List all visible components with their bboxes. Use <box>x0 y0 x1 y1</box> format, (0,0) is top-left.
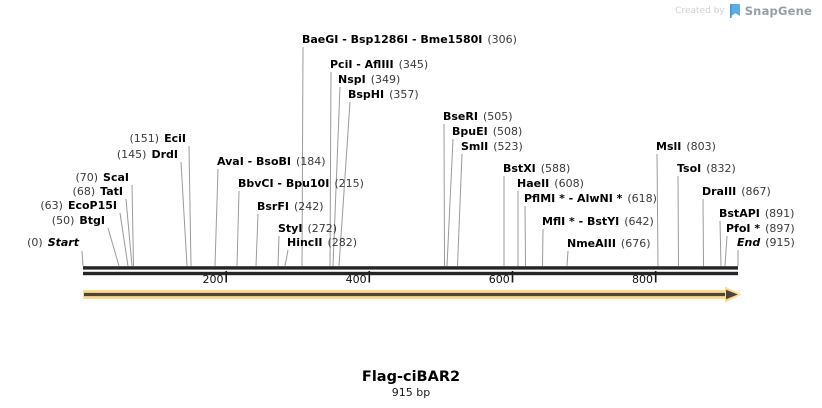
site-label-nspi[interactable]: NspI(349) <box>338 73 401 86</box>
site-label-draiii[interactable]: DraIII(867) <box>702 185 771 198</box>
tick-label-600: 600 <box>489 273 510 286</box>
site-label-drdi[interactable]: (145)DrdI <box>116 148 178 161</box>
site-label-tsoi[interactable]: TsoI(832) <box>677 162 736 175</box>
ruler: 200 400 600 800 <box>203 271 657 286</box>
site-label-pfoi[interactable]: PfoI *(897) <box>726 222 795 235</box>
site-label-end[interactable]: End(915) <box>737 236 795 249</box>
site-label-mfli-bstyi[interactable]: MflI * - BstYI(642) <box>542 215 654 228</box>
site-label-bstapi[interactable]: BstAPI(891) <box>719 207 795 220</box>
site-label-tati[interactable]: (68)TatI <box>72 185 123 198</box>
callout-lines <box>81 46 739 267</box>
feature-arrow[interactable] <box>83 286 742 303</box>
created-by-text: Created by <box>675 6 725 16</box>
snapgene-brand-text: SnapGene <box>744 4 812 18</box>
site-label-haeii[interactable]: HaeII(608) <box>517 177 584 190</box>
site-label-styi[interactable]: StyI(272) <box>278 222 338 235</box>
sequence-bar[interactable] <box>83 266 738 276</box>
site-label-bpuei[interactable]: BpuEI(508) <box>452 125 523 138</box>
tick-label-200: 200 <box>203 273 224 286</box>
tick-label-800: 800 <box>632 273 653 286</box>
arrowhead-core-icon <box>726 289 738 300</box>
site-label-ecii[interactable]: (151)EciI <box>129 132 187 145</box>
site-label-bseri[interactable]: BseRI(505) <box>443 110 513 123</box>
site-label-msli[interactable]: MslI(803) <box>656 140 716 153</box>
site-label-bbvci-bpu10i[interactable]: BbvCI - Bpu10I(215) <box>238 177 364 190</box>
site-label-ecop15i[interactable]: (63)EcoP15I <box>40 199 117 212</box>
site-label-baegi-bsp1286i-bme1580i[interactable]: BaeGI - Bsp1286I - Bme1580I(306) <box>302 33 517 46</box>
map-title-block: Flag-ciBAR2 915 bp <box>0 369 822 399</box>
site-label-pflmi-alwni[interactable]: PflMI * - AlwNI *(618) <box>524 192 657 205</box>
site-label-pcii-afliii[interactable]: PciI - AflIII(345) <box>330 58 429 71</box>
site-label-bsphi[interactable]: BspHI(357) <box>348 88 419 101</box>
site-label-start[interactable]: (0)Start <box>27 236 79 249</box>
construct-length: 915 bp <box>391 386 431 399</box>
site-label-bstxi[interactable]: BstXI(588) <box>503 162 571 175</box>
site-label-bsrfi[interactable]: BsrFI(242) <box>257 200 324 213</box>
site-label-btgi[interactable]: (50)BtgI <box>51 214 105 227</box>
site-label-smli[interactable]: SmlI(523) <box>461 140 523 153</box>
site-label-scai[interactable]: (70)ScaI <box>75 171 129 184</box>
snapgene-watermark: Created by SnapGene <box>675 4 812 18</box>
site-label-avai-bsobi[interactable]: AvaI - BsoBI(184) <box>217 155 326 168</box>
site-label-hincii[interactable]: HincII(282) <box>287 236 358 249</box>
site-label-nmeaiii[interactable]: NmeAIII(676) <box>567 237 651 250</box>
tick-label-400: 400 <box>346 273 367 286</box>
construct-name: Flag-ciBAR2 <box>361 369 461 385</box>
snapgene-flag-icon <box>729 4 740 18</box>
